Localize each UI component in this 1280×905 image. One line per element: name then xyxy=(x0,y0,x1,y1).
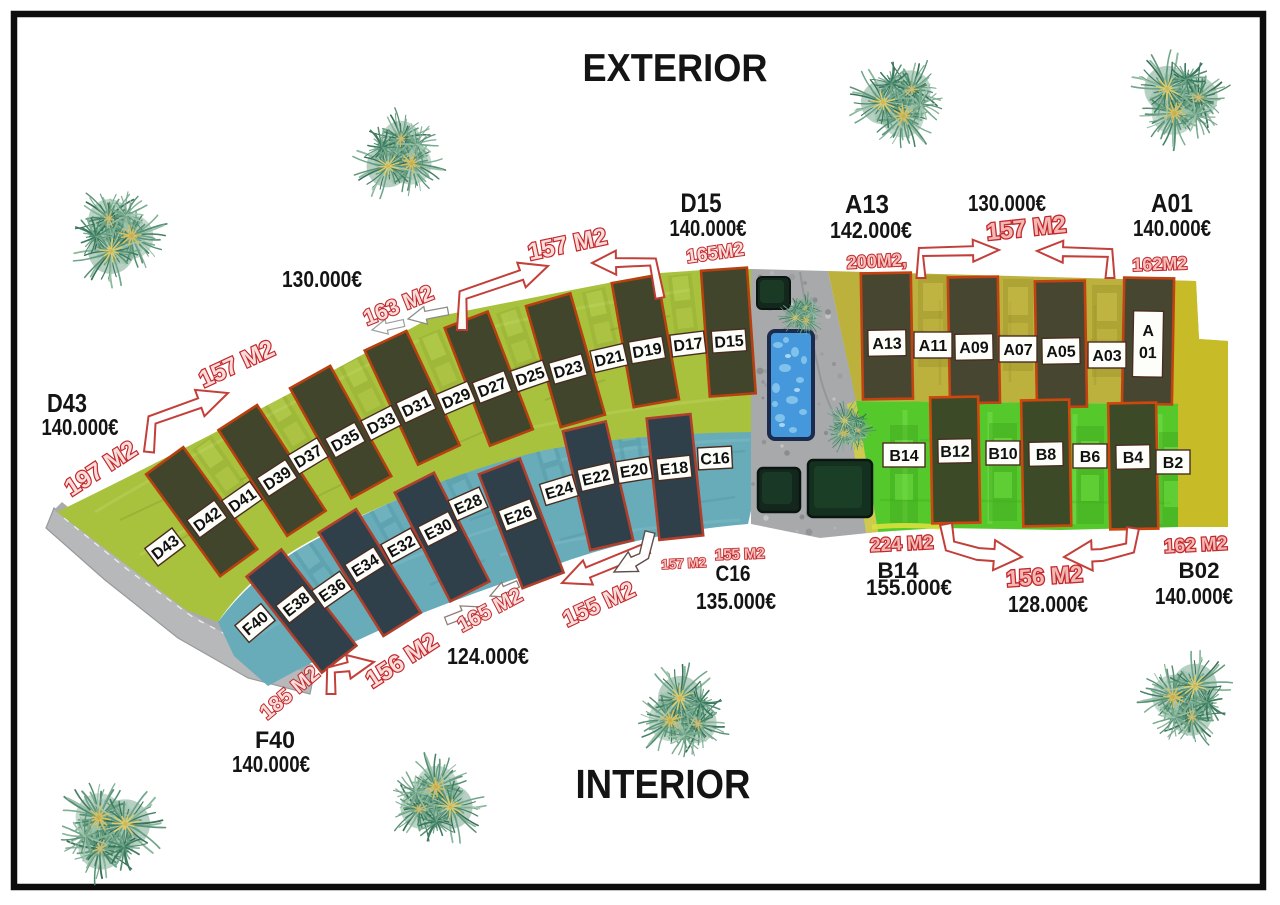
svg-text:A09: A09 xyxy=(959,340,989,358)
svg-text:140.000€: 140.000€ xyxy=(1155,583,1233,609)
svg-text:E22: E22 xyxy=(581,467,613,490)
svg-text:C16: C16 xyxy=(716,561,751,586)
svg-text:B4: B4 xyxy=(1123,450,1144,467)
svg-text:155.000€: 155.000€ xyxy=(866,575,952,600)
svg-text:B10: B10 xyxy=(988,446,1017,463)
svg-text:130.000€: 130.000€ xyxy=(282,266,362,292)
svg-text:140.000€: 140.000€ xyxy=(42,414,119,440)
svg-text:INTERIOR: INTERIOR xyxy=(576,761,751,807)
svg-text:A11: A11 xyxy=(919,338,948,355)
svg-text:A07: A07 xyxy=(1003,342,1032,359)
svg-text:B2: B2 xyxy=(1163,455,1184,472)
svg-text:B8: B8 xyxy=(1036,447,1057,464)
svg-text:A13: A13 xyxy=(845,189,889,219)
svg-text:200M2,: 200M2, xyxy=(846,249,907,272)
svg-text:D19: D19 xyxy=(631,340,663,362)
svg-text:D15: D15 xyxy=(681,188,722,218)
svg-text:EXTERIOR: EXTERIOR xyxy=(583,47,768,90)
svg-text:E18: E18 xyxy=(659,459,689,479)
svg-text:D17: D17 xyxy=(673,335,704,355)
svg-text:130.000€: 130.000€ xyxy=(968,190,1046,216)
svg-text:D15: D15 xyxy=(714,333,745,352)
svg-text:140.000€: 140.000€ xyxy=(232,751,310,777)
svg-text:C16: C16 xyxy=(700,450,730,469)
svg-text:B12: B12 xyxy=(940,444,970,462)
svg-text:155 M2: 155 M2 xyxy=(715,545,766,564)
svg-text:140.000€: 140.000€ xyxy=(1133,215,1211,241)
svg-text:157 M2: 157 M2 xyxy=(661,555,707,572)
svg-text:B14: B14 xyxy=(889,448,918,465)
svg-text:156 M2: 156 M2 xyxy=(1005,560,1083,591)
svg-text:01: 01 xyxy=(1139,345,1157,362)
svg-text:A01: A01 xyxy=(1151,188,1193,218)
svg-text:142.000€: 142.000€ xyxy=(830,217,912,243)
svg-text:B14: B14 xyxy=(878,558,920,583)
svg-text:162M2: 162M2 xyxy=(1132,253,1188,275)
svg-text:A: A xyxy=(1142,323,1154,340)
svg-text:D21: D21 xyxy=(593,348,626,371)
svg-text:140.000€: 140.000€ xyxy=(670,215,747,241)
svg-text:224 M2: 224 M2 xyxy=(870,532,934,556)
svg-text:A13: A13 xyxy=(872,336,902,354)
svg-text:128.000€: 128.000€ xyxy=(1008,591,1088,617)
svg-text:A05: A05 xyxy=(1046,344,1076,362)
svg-text:D43: D43 xyxy=(47,388,87,418)
svg-text:F40: F40 xyxy=(255,727,295,754)
svg-text:B02: B02 xyxy=(1179,558,1220,583)
svg-text:A03: A03 xyxy=(1092,348,1121,365)
svg-text:135.000€: 135.000€ xyxy=(696,588,776,614)
svg-text:B6: B6 xyxy=(1080,449,1101,466)
svg-text:124.000€: 124.000€ xyxy=(447,643,529,669)
svg-text:E20: E20 xyxy=(619,461,650,482)
svg-text:162 M2: 162 M2 xyxy=(1164,533,1228,557)
